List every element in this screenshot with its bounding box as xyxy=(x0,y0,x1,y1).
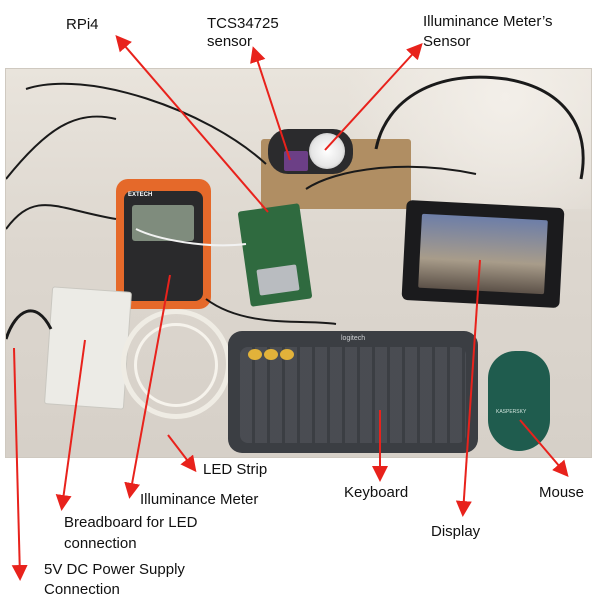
label-breadboard-line1: Breadboard for LED xyxy=(64,514,198,531)
label-meter-sensor-line1: Illuminance Meter’s xyxy=(423,13,553,30)
label-breadboard-line2: connection xyxy=(64,535,137,552)
label-tcs34725-line1: TCS34725 xyxy=(207,15,279,32)
label-power-supply-line2: Connection xyxy=(44,581,120,598)
label-keyboard: Keyboard xyxy=(344,484,409,501)
label-power-supply-line1: 5V DC Power Supply xyxy=(44,561,185,578)
label-tcs34725-line2: sensor xyxy=(207,33,253,50)
keyboard-brand-text: logitech xyxy=(341,335,366,342)
keyboard-key-area xyxy=(240,347,466,443)
label-display: Display xyxy=(431,523,481,540)
label-led-strip: LED Strip xyxy=(203,461,268,478)
label-mouse: Mouse xyxy=(539,484,585,501)
keyboard-yellow-key xyxy=(248,349,262,360)
label-illuminance-meter: Illuminance Meter xyxy=(140,491,259,508)
setup-photo: EXTECH logitech KASPERSKY xyxy=(5,68,592,458)
keyboard-yellow-key xyxy=(264,349,278,360)
label-rpi4: RPi4 xyxy=(66,16,99,33)
keyboard-yellow-key xyxy=(280,349,294,360)
mouse-brand-text: KASPERSKY xyxy=(496,409,527,415)
cables xyxy=(6,75,585,340)
label-meter-sensor-line2: Sensor xyxy=(423,33,471,50)
